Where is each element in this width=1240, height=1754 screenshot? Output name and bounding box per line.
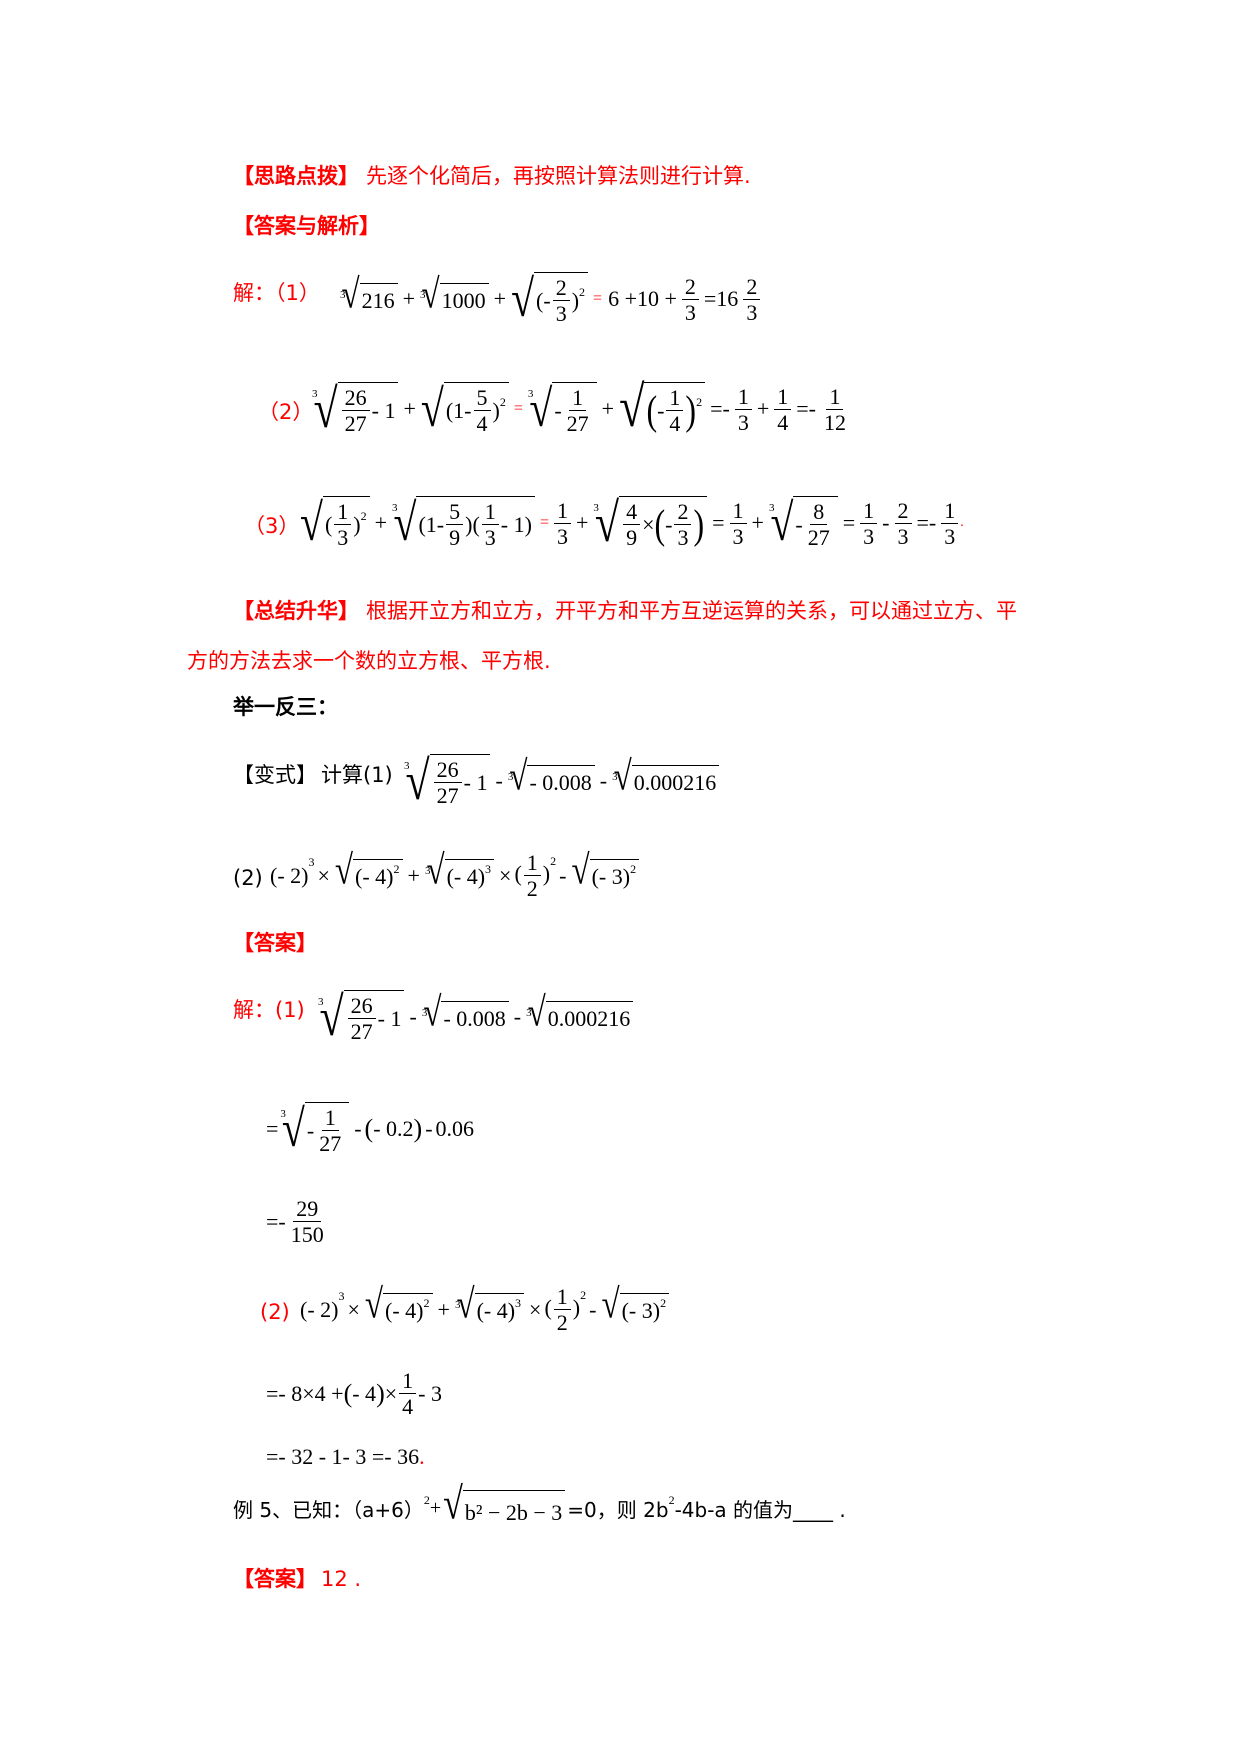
final-answer-label: 【答案】 (233, 1567, 317, 1591)
practice-title: 举一反三： (233, 695, 338, 719)
solution-prefix-3: （3） (244, 514, 300, 538)
example5-line: 例 5、已知：（a+6） 2 + √b² − 2b − 3 =0，则 2b 2 … (233, 1478, 846, 1529)
example5-radicand: b² − 2b − 3 (462, 1490, 566, 1526)
variant2-prefix: (2) (233, 866, 263, 890)
solution-prefix-2: （2） (258, 400, 314, 424)
summary-label: 【总结升华】 (233, 599, 359, 623)
solution-prefix-1: 解：（1） (233, 281, 320, 305)
example5-sup: 2 (423, 1492, 430, 1507)
example5-sup-b: 2 (668, 1492, 675, 1507)
answer-heading: 【答案与解析】 (233, 214, 380, 238)
answer2-prefix-2: (2) (260, 1300, 290, 1324)
answer2-heading: 【答案】 (233, 931, 317, 955)
variant-text: 计算(1) (321, 763, 393, 787)
answer2-step-4: =- 32 - 1- 3 =- 36. (266, 1444, 425, 1469)
answer2-prefix-1: 解：(1) (233, 998, 305, 1022)
variant-label: 【变式】 (233, 763, 317, 787)
example5-prefix: 例 5、已知：（a+6） (233, 1497, 424, 1522)
example5-after: =0，则 2b (567, 1497, 669, 1522)
final-answer-value: 12 . (321, 1567, 362, 1591)
hint-label: 【思路点拨】 (233, 164, 359, 188)
example5-plus: + (429, 1496, 442, 1519)
summary-line2: 方的方法去求一个数的立方根、平方根. (187, 649, 551, 673)
summary-line1: 根据开立方和立方，开平方和平方互逆运算的关系，可以通过立方、平 (366, 599, 1017, 623)
example5-tail: -4b-a 的值为____ . (674, 1497, 846, 1522)
hint-text: 先逐个化简后，再按照计算法则进行计算. (366, 164, 751, 188)
